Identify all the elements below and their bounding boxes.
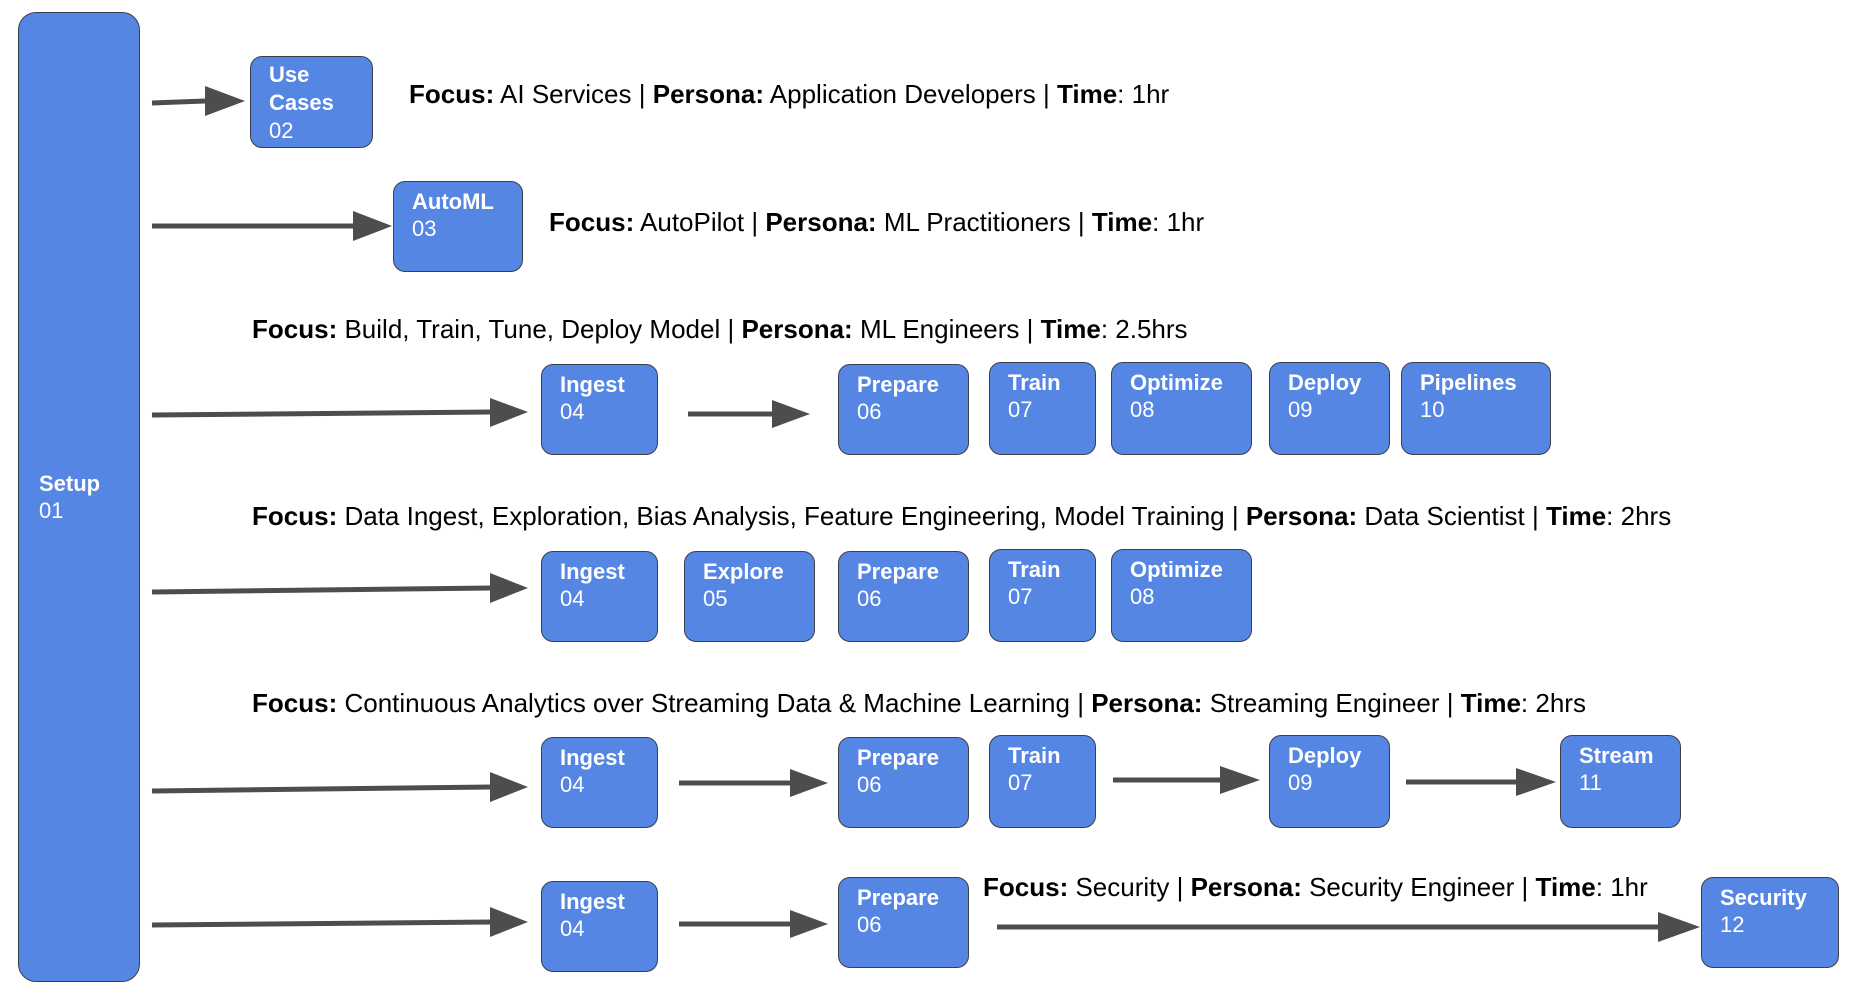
setup-number: 01 (39, 498, 64, 523)
arrow-setup-to-ingest-row5 (151, 784, 493, 794)
train-number: 07 (1008, 584, 1033, 609)
prepare-box: Prepare 06 (838, 551, 969, 642)
arrowhead-prepare-row6 (790, 910, 828, 938)
prepare-title: Prepare (857, 372, 939, 397)
use-cases-box: Use Cases 02 (250, 56, 373, 148)
stream-number: 11 (1579, 770, 1602, 795)
optimize-title: Optimize (1130, 557, 1223, 582)
ingest-box: Ingest 04 (541, 364, 658, 455)
deploy-title: Deploy (1288, 743, 1362, 768)
arrowhead-ingest-row5 (490, 772, 528, 802)
use-cases-number: 02 (269, 118, 294, 143)
train-box: Train 07 (989, 549, 1096, 642)
optimize-number: 08 (1130, 397, 1155, 422)
focus-line-streaming-engineer: Focus: Continuous Analytics over Streami… (252, 688, 1586, 718)
automl-number: 03 (412, 216, 437, 241)
ingest-title: Ingest (560, 889, 625, 914)
optimize-box: Optimize 08 (1111, 362, 1252, 455)
train-title: Train (1008, 557, 1061, 582)
train-title: Train (1008, 370, 1061, 395)
deploy-title: Deploy (1288, 370, 1362, 395)
prepare-number: 06 (857, 399, 882, 424)
prepare-title: Prepare (857, 745, 939, 770)
arrowhead-ingest-row6 (490, 907, 528, 937)
setup-title: Setup (39, 471, 101, 496)
optimize-title: Optimize (1130, 370, 1223, 395)
optimize-number: 08 (1130, 584, 1155, 609)
arrowhead-stream-row5 (1516, 768, 1556, 796)
train-box: Train 07 (989, 362, 1096, 455)
setup-box: Setup 01 (18, 12, 140, 982)
optimize-box: Optimize 08 (1111, 549, 1252, 642)
arrow-setup-to-ingest-row4 (151, 585, 493, 595)
arrowhead-ingest-row4 (490, 573, 528, 603)
ingest-number: 04 (560, 772, 585, 797)
ingest-number: 04 (560, 586, 585, 611)
pipelines-title: Pipelines (1420, 370, 1517, 395)
focus-line-ai-services: Focus: AI Services | Persona: Applicatio… (409, 79, 1170, 109)
train-number: 07 (1008, 397, 1033, 422)
explore-box: Explore 05 (684, 551, 815, 642)
arrowhead-prepare-row3 (772, 400, 810, 428)
ingest-box: Ingest 04 (541, 737, 658, 828)
prepare-number: 06 (857, 772, 882, 797)
security-title: Security (1720, 885, 1807, 910)
focus-line-data-scientist: Focus: Data Ingest, Exploration, Bias An… (252, 501, 1672, 531)
arrowhead-use-cases (205, 86, 245, 116)
focus-line-security: Focus: Security | Persona: Security Engi… (983, 872, 1648, 902)
automl-title: AutoML (412, 189, 494, 214)
arrow-setup-to-ingest-row3 (151, 409, 493, 418)
deploy-number: 09 (1288, 397, 1313, 422)
explore-title: Explore (703, 559, 784, 584)
automl-box: AutoML 03 (393, 181, 523, 272)
prepare-box: Prepare 06 (838, 364, 969, 455)
prepare-title: Prepare (857, 885, 939, 910)
focus-line-ml-engineers: Focus: Build, Train, Tune, Deploy Model … (252, 314, 1188, 344)
prepare-title: Prepare (857, 559, 939, 584)
arrowhead-security-row6 (1658, 912, 1700, 942)
train-number: 07 (1008, 770, 1033, 795)
deploy-box: Deploy 09 (1269, 362, 1390, 455)
pipelines-number: 10 (1420, 397, 1445, 422)
stream-title: Stream (1579, 743, 1654, 768)
prepare-number: 06 (857, 912, 882, 937)
security-number: 12 (1720, 912, 1745, 937)
arrow-setup-to-ingest-row6 (151, 919, 493, 928)
deploy-number: 09 (1288, 770, 1313, 795)
explore-number: 05 (703, 586, 728, 611)
security-box: Security 12 (1701, 877, 1839, 968)
arrow-setup-to-use-cases (151, 98, 206, 106)
train-box: Train 07 (989, 735, 1096, 828)
use-cases-title: Use Cases (269, 62, 334, 115)
ingest-number: 04 (560, 399, 585, 424)
ingest-title: Ingest (560, 372, 625, 397)
prepare-box: Prepare 06 (838, 737, 969, 828)
ingest-box: Ingest 04 (541, 551, 658, 642)
arrowhead-deploy-row5 (1220, 766, 1260, 794)
arrowhead-prepare-row5 (790, 769, 828, 797)
prepare-box: Prepare 06 (838, 877, 969, 968)
pipelines-box: Pipelines 10 (1401, 362, 1551, 455)
ingest-number: 04 (560, 916, 585, 941)
train-title: Train (1008, 743, 1061, 768)
deploy-box: Deploy 09 (1269, 735, 1390, 828)
arrowhead-ingest-row3 (490, 398, 528, 427)
ingest-title: Ingest (560, 745, 625, 770)
focus-line-autopilot: Focus: AutoPilot | Persona: ML Practitio… (549, 207, 1205, 237)
ingest-title: Ingest (560, 559, 625, 584)
ingest-box: Ingest 04 (541, 881, 658, 972)
stream-box: Stream 11 (1560, 735, 1681, 828)
prepare-number: 06 (857, 586, 882, 611)
arrowhead-automl (353, 211, 392, 241)
